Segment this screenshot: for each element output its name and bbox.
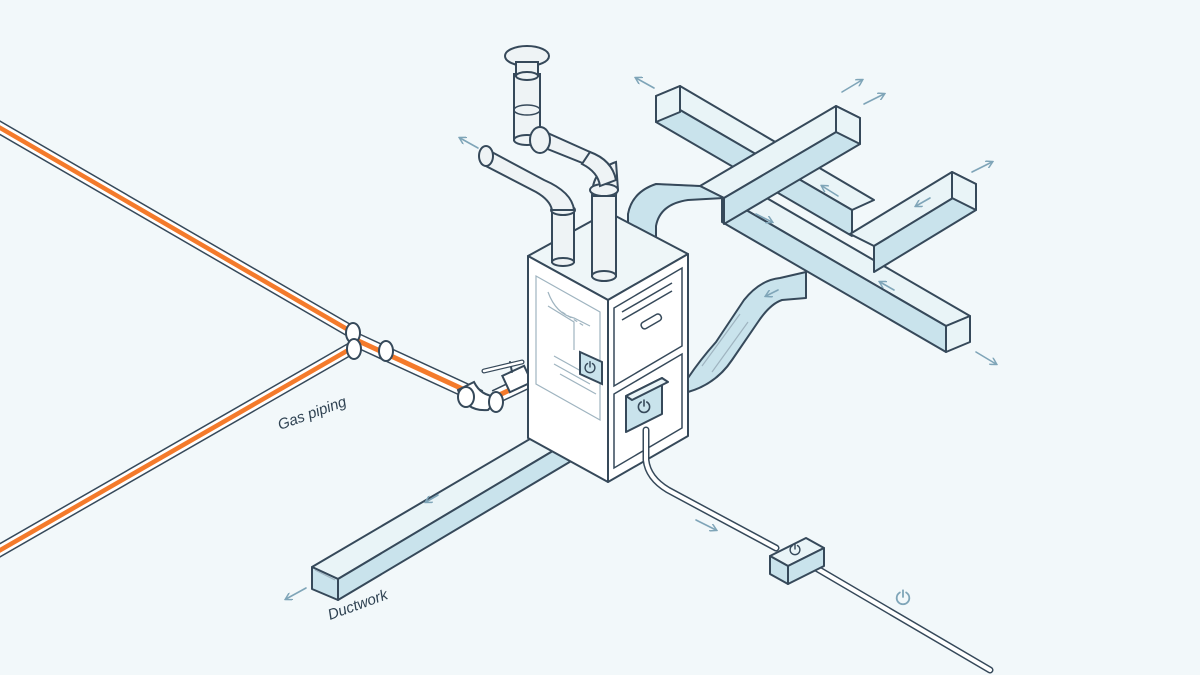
gas-elbow: [456, 380, 504, 413]
gas-piping-label: Gas piping: [276, 393, 350, 434]
furnace-control-panel: [579, 350, 603, 386]
inline-switch: [769, 537, 825, 585]
return-duct: Ductwork: [286, 425, 579, 624]
power-icon: [895, 589, 911, 606]
gas-pipe-upper: [0, 120, 356, 338]
power-cord: [642, 426, 994, 674]
junction-box: [625, 377, 669, 433]
gas-pipe-lower: [0, 342, 356, 558]
vent-pipes: [460, 45, 620, 282]
supply-ductwork: [627, 78, 996, 393]
gas-tee-fitting: [345, 322, 394, 362]
